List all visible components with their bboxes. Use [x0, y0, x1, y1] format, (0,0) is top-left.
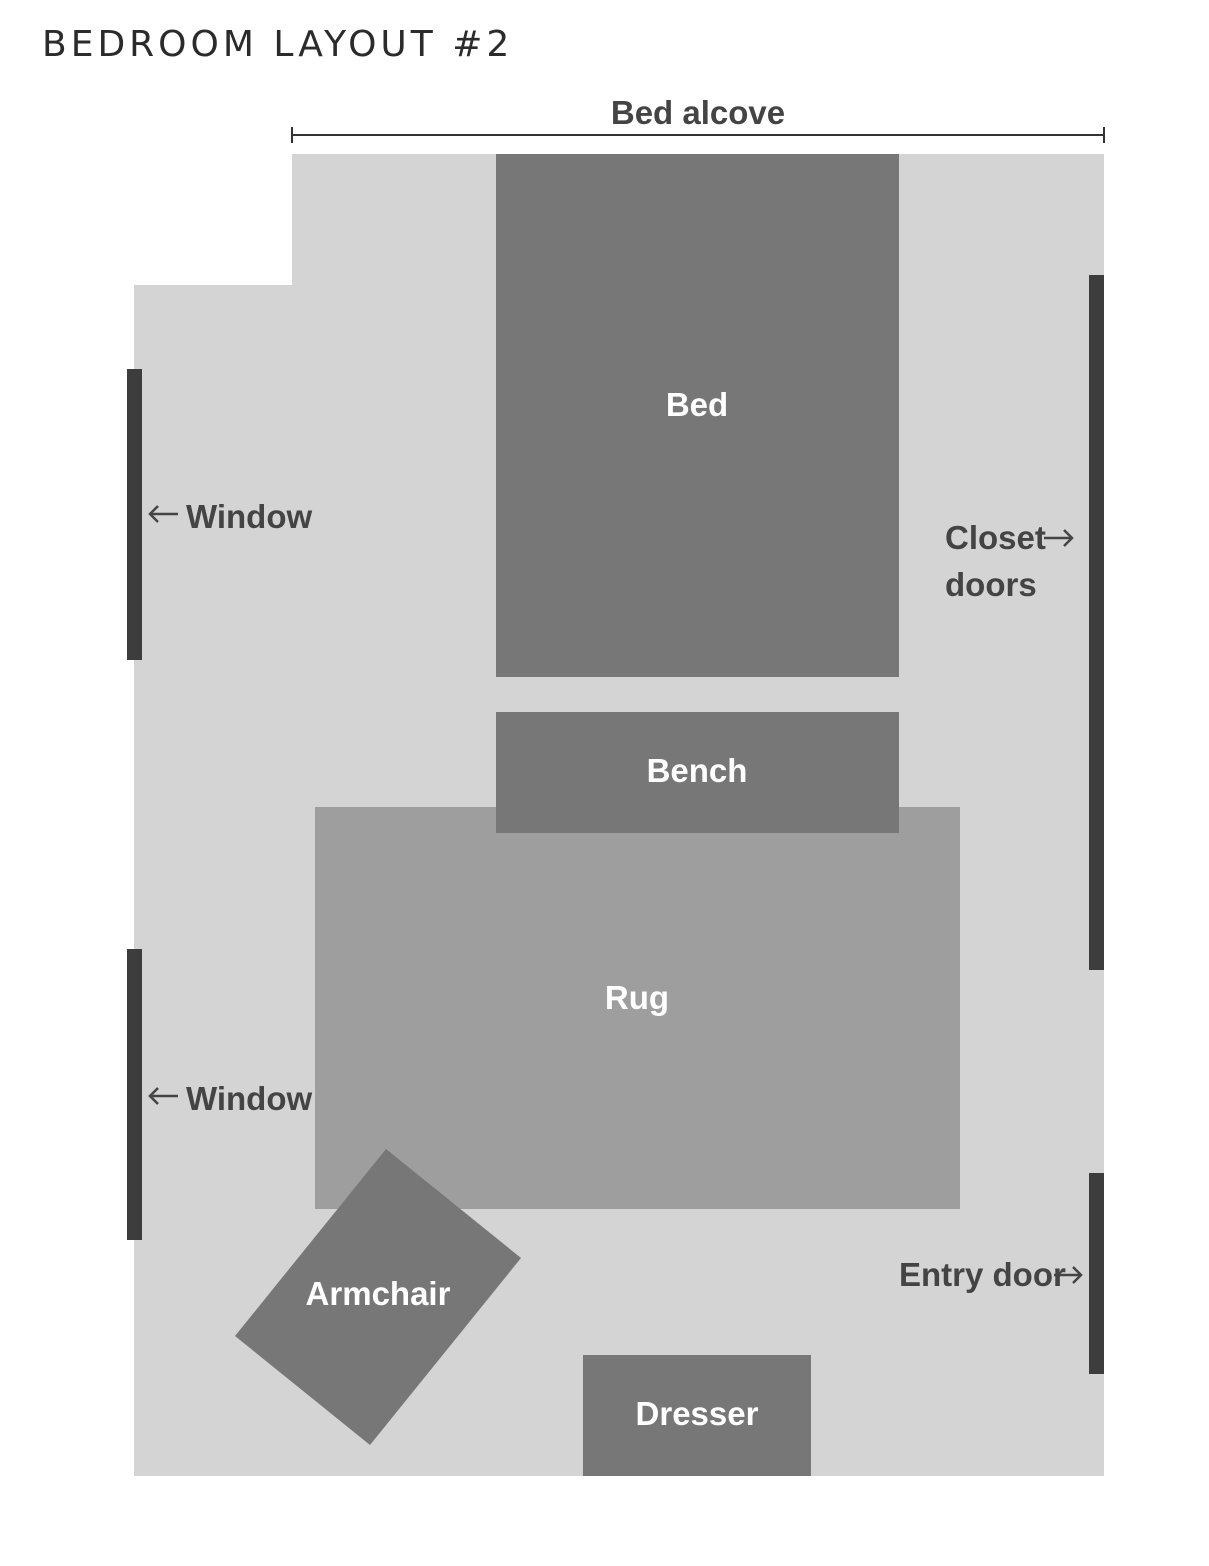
window-top-label: Window	[186, 498, 312, 535]
entry-door-label: Entry door	[899, 1256, 1066, 1293]
closet-doors-arrow	[1044, 529, 1074, 547]
closet-doors-label-line2: doors	[945, 566, 1037, 603]
dresser-label: Dresser	[636, 1395, 759, 1432]
rug-label: Rug	[605, 979, 669, 1016]
bed-alcove-label: Bed alcove	[611, 94, 785, 131]
window-top-arrow	[148, 505, 178, 523]
bed-alcove-dimension	[291, 127, 1105, 143]
armchair-label: Armchair	[306, 1275, 451, 1312]
window-bottom-arrow	[148, 1087, 178, 1105]
entry-door-marker	[1089, 1173, 1104, 1374]
window-bottom-label: Window	[186, 1080, 312, 1117]
window-top-marker	[127, 369, 142, 660]
closet-doors-label-line1: Closet	[945, 519, 1046, 556]
armchair	[235, 1149, 521, 1445]
closet-doors-marker	[1089, 275, 1104, 970]
bench	[496, 712, 899, 833]
bed	[496, 154, 899, 677]
bench-label: Bench	[647, 752, 748, 789]
page-title: BEDROOM LAYOUT #2	[42, 24, 514, 65]
dresser	[583, 1355, 811, 1476]
entry-door-arrow	[1054, 1266, 1083, 1284]
window-bottom-marker	[127, 949, 142, 1240]
rug	[315, 807, 960, 1209]
bed-label: Bed	[666, 386, 728, 423]
